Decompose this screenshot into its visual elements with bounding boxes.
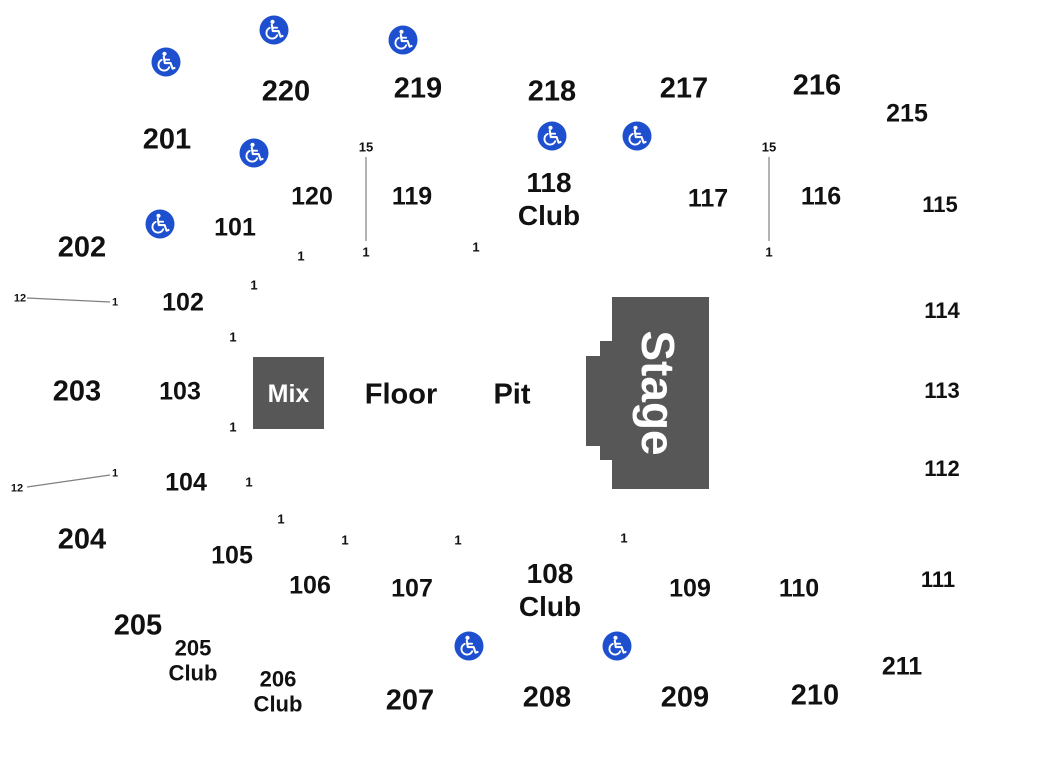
row-marker: 12 [13, 292, 27, 305]
wheelchair-accessible-icon[interactable] [259, 15, 289, 45]
section-110[interactable]: 110 [778, 574, 820, 603]
row-marker: 15 [358, 139, 374, 155]
section-109[interactable]: 109 [669, 574, 711, 603]
club-suffix: Club [168, 660, 218, 685]
wheelchair-accessible-icon[interactable] [239, 138, 269, 168]
section-201[interactable]: 201 [142, 123, 192, 156]
section-119[interactable]: 119 [391, 182, 433, 211]
section-205-club[interactable]: 205 Club [169, 636, 218, 685]
floor-area[interactable]: Floor [364, 378, 438, 411]
club-suffix: Club [517, 200, 581, 231]
row-marker: 15 [761, 139, 777, 155]
row-line-104 [26, 474, 111, 488]
wheelchair-accessible-icon[interactable] [454, 631, 484, 661]
section-220[interactable]: 220 [261, 75, 311, 108]
wheelchair-accessible-icon[interactable] [622, 121, 652, 151]
section-211[interactable]: 211 [881, 652, 923, 681]
row-marker: 1 [362, 244, 370, 260]
section-203[interactable]: 203 [52, 375, 102, 408]
section-112[interactable]: 112 [924, 456, 960, 481]
section-113[interactable]: 113 [924, 378, 960, 403]
row-marker: 1 [454, 532, 462, 548]
section-105[interactable]: 105 [211, 541, 253, 570]
row-marker: 1 [297, 248, 305, 264]
section-202[interactable]: 202 [57, 231, 107, 264]
wheelchair-accessible-icon[interactable] [537, 121, 567, 151]
club-number: 108 [526, 557, 574, 589]
wheelchair-accessible-icon[interactable] [151, 47, 181, 77]
section-101[interactable]: 101 [214, 213, 256, 242]
section-111[interactable]: 111 [920, 567, 956, 592]
row-marker: 1 [111, 467, 119, 480]
section-215[interactable]: 215 [886, 99, 928, 128]
section-216[interactable]: 216 [792, 69, 842, 102]
section-116[interactable]: 116 [800, 182, 842, 211]
section-120[interactable]: 120 [291, 182, 333, 211]
section-210[interactable]: 210 [790, 679, 840, 712]
mix-label: Mix [268, 380, 310, 408]
club-number: 206 [259, 666, 297, 692]
row-lines [26, 157, 770, 488]
club-suffix: Club [253, 691, 303, 716]
row-marker: 1 [250, 277, 258, 293]
pit-area[interactable]: Pit [493, 378, 531, 411]
section-107[interactable]: 107 [391, 574, 433, 603]
section-114[interactable]: 114 [924, 298, 960, 323]
section-104[interactable]: 104 [165, 468, 207, 497]
section-204[interactable]: 204 [57, 523, 107, 556]
wheelchair-accessible-icon[interactable] [602, 631, 632, 661]
row-marker: 1 [229, 419, 237, 435]
section-108-club[interactable]: 108 Club [519, 557, 581, 623]
section-103[interactable]: 103 [159, 377, 201, 406]
section-218[interactable]: 218 [527, 75, 577, 108]
wheelchair-accessible-icon[interactable] [145, 209, 175, 239]
row-marker: 1 [229, 329, 237, 345]
row-marker: 1 [277, 511, 285, 527]
row-marker: 1 [111, 296, 119, 309]
club-number: 205 [174, 635, 212, 661]
section-206-club[interactable]: 206 Club [254, 667, 303, 716]
row-marker: 1 [472, 239, 480, 255]
section-106[interactable]: 106 [289, 571, 331, 600]
stage[interactable] [586, 297, 709, 489]
row-marker: 1 [765, 244, 773, 260]
section-219[interactable]: 219 [393, 72, 443, 105]
section-209[interactable]: 209 [660, 681, 710, 714]
mix-position[interactable] [253, 357, 324, 429]
stage-label: Stage [632, 330, 684, 455]
section-205[interactable]: 205 [113, 609, 163, 642]
club-suffix: Club [518, 591, 582, 622]
section-115[interactable]: 115 [922, 192, 958, 217]
row-marker: 1 [620, 530, 628, 546]
row-marker: 1 [245, 474, 253, 490]
section-217[interactable]: 217 [659, 72, 709, 105]
section-117[interactable]: 117 [687, 184, 729, 213]
row-line-102 [26, 297, 111, 303]
section-208[interactable]: 208 [522, 681, 572, 714]
section-207[interactable]: 207 [385, 684, 435, 717]
row-marker: 1 [341, 532, 349, 548]
row-marker: 12 [10, 482, 24, 495]
wheelchair-accessible-icon[interactable] [388, 25, 418, 55]
section-102[interactable]: 102 [162, 288, 204, 317]
section-118-club[interactable]: 118 Club [518, 166, 580, 232]
club-number: 118 [526, 166, 572, 198]
